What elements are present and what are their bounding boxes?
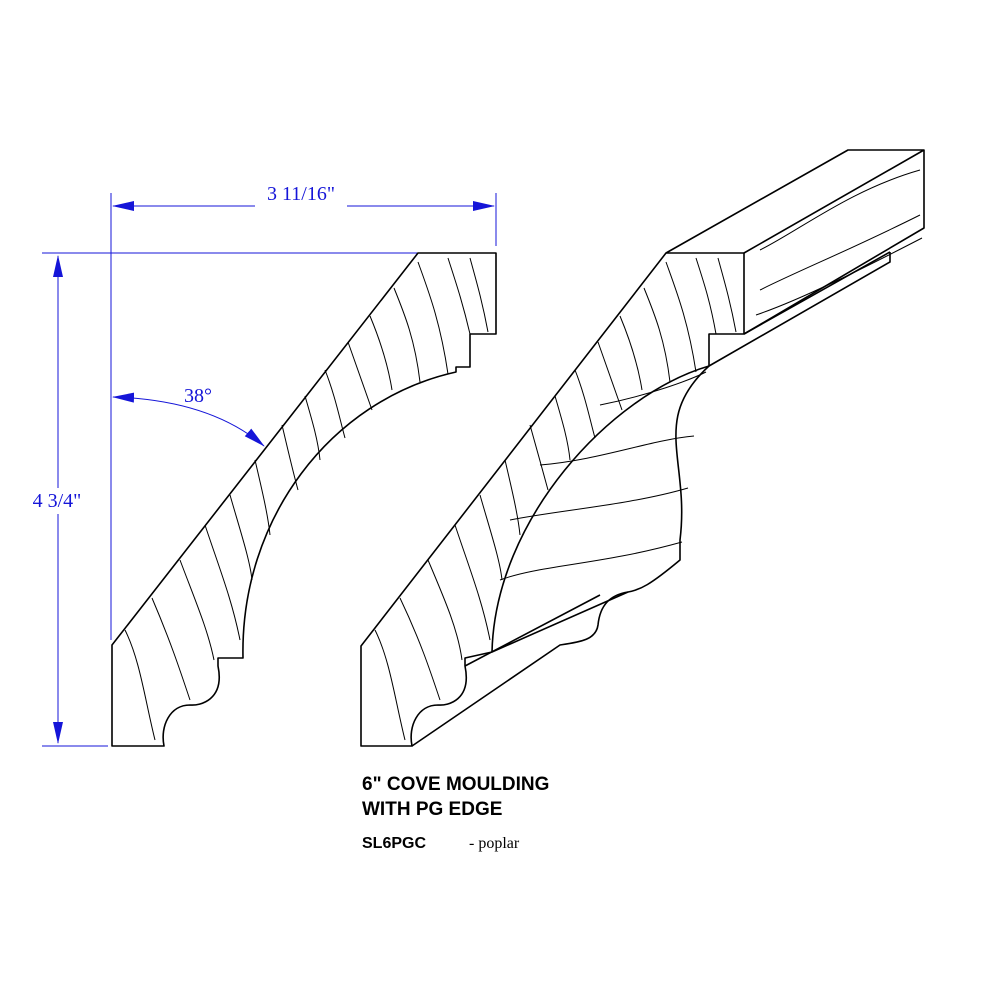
caption: 6" COVE MOULDING WITH PG EDGE SL6PGC - p…: [362, 774, 549, 852]
cove-bottom-edge: [464, 591, 629, 667]
material-label: - poplar: [469, 835, 520, 852]
cove-inner-lines: [499, 371, 707, 581]
top-block-underside: [708, 251, 891, 367]
width-label: 3 11/16": [267, 183, 335, 205]
profile-section: [111, 252, 497, 747]
front-face: [360, 252, 745, 747]
moulding-grain: [374, 257, 737, 741]
top-block: [665, 149, 925, 335]
caption-title-line1: 6" COVE MOULDING: [362, 774, 549, 795]
profile-outline: [111, 252, 497, 747]
angle-arc: [112, 392, 265, 447]
height-label: 4 3/4": [33, 490, 82, 512]
cove-edge-back: [411, 365, 710, 747]
angle-label: 38°: [184, 385, 212, 407]
dimension-annotations: [42, 193, 497, 747]
product-code: SL6PGC: [362, 835, 426, 852]
width-label-bg: [255, 193, 347, 219]
top-grain: [755, 169, 923, 316]
moulding-3d: [360, 149, 925, 747]
profile-grain: [124, 257, 489, 741]
caption-title-line2: WITH PG EDGE: [362, 799, 502, 820]
height-label-bg: [26, 488, 90, 514]
